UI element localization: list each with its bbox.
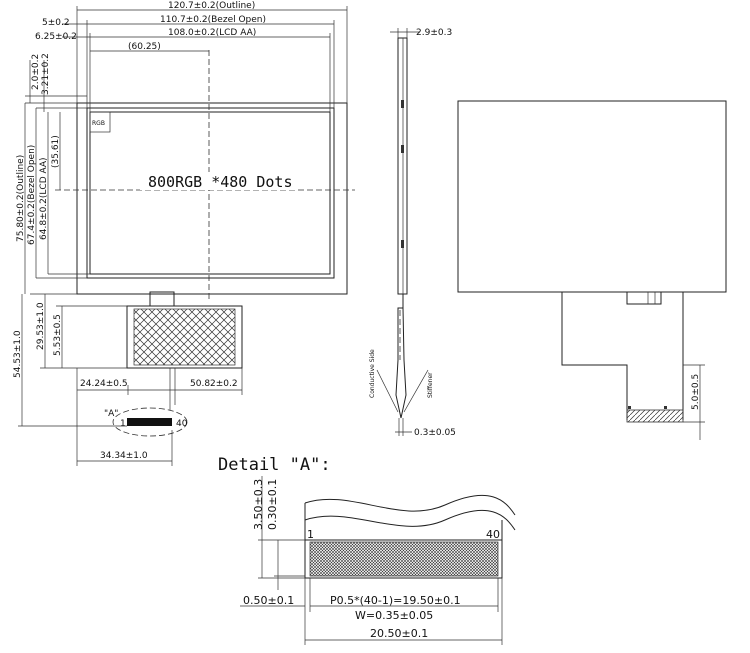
detail-dim-350: 3.50±0.3 bbox=[252, 479, 265, 530]
detail-pin-last: 40 bbox=[486, 528, 500, 541]
module-outline bbox=[76, 102, 348, 295]
dim-outline-height: 75.80±0.2(Outline) bbox=[16, 155, 26, 242]
fpc-connector-pads bbox=[127, 418, 172, 426]
side-fpc-left bbox=[395, 294, 404, 419]
detail-dim-030: 0.30±0.1 bbox=[266, 479, 279, 530]
front-view: RGB 800RGB *480 Dots "A" 1 40 120.7±0.2(… bbox=[13, 1, 355, 466]
dim-top-321: 3.21±0.2 bbox=[41, 53, 51, 95]
dim-fpc-553: 5.53±0.5 bbox=[53, 314, 63, 356]
dim-center-height: (35.61) bbox=[51, 135, 61, 168]
dim-left-625: 6.25±0.2 bbox=[35, 32, 77, 42]
detail-a-ref: "A" bbox=[104, 409, 118, 419]
bezel-open bbox=[86, 107, 335, 279]
detail-dim-050: 0.50±0.1 bbox=[243, 594, 294, 607]
dim-fpc-tail: 34.34±1.0 bbox=[100, 451, 148, 461]
dim-fpc-right: 50.82±0.2 bbox=[190, 379, 238, 389]
conductive-side-label: Conductive Side bbox=[369, 349, 376, 398]
fpc-stiffener-hatch bbox=[133, 308, 236, 366]
rgb-label: RGB bbox=[92, 120, 105, 127]
detail-wave-bottom bbox=[304, 510, 516, 531]
back-view: 5.0±0.5 bbox=[457, 100, 727, 440]
detail-dim-pitch: P0.5*(40-1)=19.50±0.1 bbox=[330, 594, 461, 607]
detail-wave-top bbox=[304, 495, 516, 516]
detail-dim-total: 20.50±0.1 bbox=[370, 627, 428, 640]
back-fpc-stiffener bbox=[626, 409, 684, 423]
detail-pads bbox=[309, 541, 499, 577]
dim-thickness: 2.9±0.3 bbox=[416, 28, 452, 38]
dim-fpc-2953: 29.53±1.0 bbox=[36, 302, 46, 350]
detail-pin-first: 1 bbox=[307, 528, 314, 541]
side-profile bbox=[397, 37, 408, 295]
dim-bezel-height: 67.4±0.2(Bezel Open) bbox=[27, 145, 37, 245]
dim-top-20: 2.0±0.2 bbox=[31, 54, 41, 90]
dim-lcd-height: 64.8±0.2(LCD AA) bbox=[39, 157, 49, 240]
dim-outline-width: 120.7±0.2(Outline) bbox=[168, 1, 255, 11]
back-outline bbox=[457, 100, 727, 293]
back-fpc-left-edge bbox=[561, 292, 628, 420]
dim-side-03: 0.3±0.05 bbox=[414, 428, 456, 438]
rgb-pixel-box bbox=[89, 111, 111, 133]
side-view: 2.9±0.3 Conductive Side Stiffener 0.3±0.… bbox=[369, 28, 456, 438]
dim-bezel-width: 110.7±0.2(Bezel Open) bbox=[160, 15, 266, 25]
lcd-active-area bbox=[89, 111, 331, 275]
dim-center-width: (60.25) bbox=[128, 42, 161, 52]
side-fpc-right bbox=[400, 307, 407, 419]
pin-last-label: 40 bbox=[176, 419, 188, 429]
detail-pad-frame bbox=[304, 539, 503, 579]
stiffener-label: Stiffener bbox=[427, 372, 434, 398]
dim-right-50: 5.0±0.5 bbox=[691, 374, 701, 410]
detail-dim-width: W=0.35±0.05 bbox=[355, 609, 433, 622]
dim-lcd-width: 108.0±0.2(LCD AA) bbox=[168, 28, 256, 38]
back-fpc-neck bbox=[626, 291, 662, 305]
fpc-body bbox=[126, 305, 243, 369]
resolution-label: 800RGB *480 Dots bbox=[148, 173, 293, 191]
detail-title: Detail "A": bbox=[218, 455, 331, 475]
dim-left-5: 5±0.2 bbox=[42, 18, 70, 28]
pin-first-label: 1 bbox=[120, 419, 126, 429]
detail-a: Detail "A": 1 40 3.50±0.3 0.30±0.1 0.50±… bbox=[218, 455, 516, 645]
dim-fpc-left: 24.24±0.5 bbox=[80, 379, 128, 389]
detail-a-marker bbox=[112, 407, 188, 437]
dim-fpc-total: 54.53±1.0 bbox=[13, 330, 23, 378]
